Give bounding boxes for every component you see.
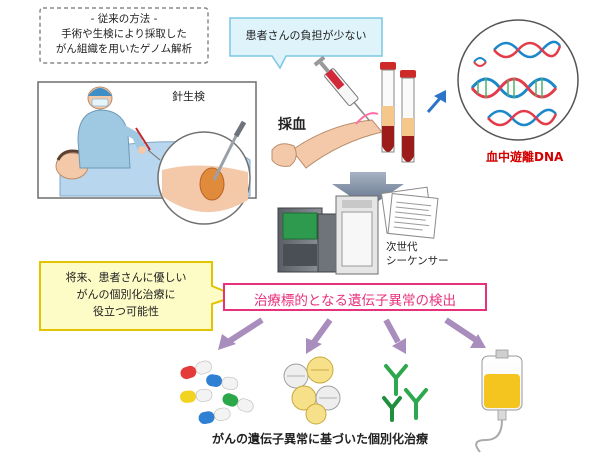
patient-burden-text: 患者さんの負担が少ない bbox=[245, 29, 367, 42]
traditional-method-box bbox=[39, 7, 209, 64]
arrow-to-iv-bag bbox=[444, 317, 486, 348]
traditional-method-text: - 従来の方法 - 手術や生検により採取した がん組織を用いたゲノム解析 bbox=[40, 12, 208, 57]
future-line-0: 将来、患者さんに優しい bbox=[65, 271, 187, 284]
sequence-data-sheets bbox=[380, 186, 439, 239]
arrow-to-tablets bbox=[306, 318, 333, 354]
future-callout-text: 将来、患者さんに優しい がんの個別化治療に 役立つ可能性 bbox=[40, 269, 212, 320]
sequencer-label-line-2: シーケンサー bbox=[386, 255, 449, 267]
tablet-drugs-illustration bbox=[283, 356, 341, 425]
blood-draw-label: 採血 bbox=[278, 117, 306, 133]
blood-draw-illustration bbox=[271, 55, 383, 169]
future-line-1: がんの個別化治療に bbox=[76, 288, 176, 301]
blood-tubes bbox=[380, 62, 416, 163]
detection-label: 治療標的となる遺伝子異常の検出 bbox=[253, 293, 457, 309]
ctdna-illustration bbox=[457, 19, 579, 141]
iv-drip-illustration bbox=[475, 349, 523, 453]
bottom-caption: がんの遺伝子異常に基づいた個別化治療 bbox=[211, 432, 428, 446]
arrow-to-dna bbox=[426, 90, 446, 113]
arrow-to-pills bbox=[218, 317, 264, 350]
sequencer-label-line-1: 次世代 bbox=[386, 241, 418, 253]
detection-box bbox=[223, 283, 487, 311]
traditional-method-line-1: 手術や生検により採取した bbox=[61, 28, 187, 40]
capsule-drugs-illustration bbox=[180, 360, 254, 425]
traditional-method-line-2: がん組織を用いたゲノム解析 bbox=[55, 43, 193, 55]
antibody-drugs-illustration bbox=[382, 364, 428, 422]
needle-biopsy-label: 針生検 bbox=[172, 90, 205, 103]
needle-magnifier bbox=[147, 120, 251, 225]
treatment-arrows bbox=[218, 317, 486, 354]
traditional-method-title: - 従来の方法 - bbox=[90, 13, 158, 25]
arrow-to-antibodies bbox=[383, 318, 406, 354]
patient-burden-callout bbox=[229, 17, 383, 70]
ctdna-label: 血中遊離DNA bbox=[486, 150, 564, 164]
future-line-2: 役立つ可能性 bbox=[93, 305, 159, 318]
sequencer-label: 次世代 シーケンサー bbox=[386, 240, 449, 268]
process-down-arrow bbox=[332, 172, 404, 208]
sequencer-illustration bbox=[277, 195, 379, 275]
